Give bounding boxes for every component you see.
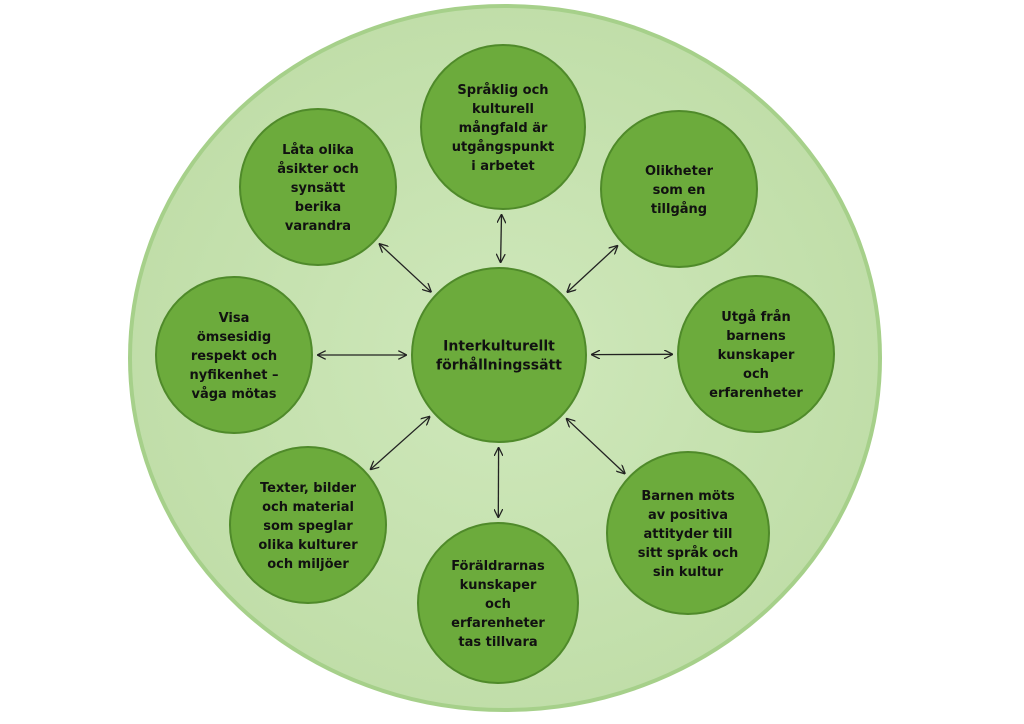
node-bottom-right-label-line: attityder till bbox=[644, 527, 733, 542]
node-bottom-label: Föräldrarnas kunskaper och erfarenheter tas … bbox=[451, 559, 545, 650]
node-left-label-line: våga mötas bbox=[191, 387, 276, 402]
node-bottom-label-line: tas tillvara bbox=[458, 635, 537, 650]
node-top-left bbox=[239, 108, 397, 266]
node-left-label-line: Visa bbox=[219, 311, 250, 326]
node-right-label-line: erfarenheter bbox=[709, 386, 803, 401]
node-bottom-left-label-line: olika kulturer bbox=[258, 538, 358, 553]
node-top-left-label-line: varandra bbox=[285, 219, 351, 234]
node-bottom-right-label-line: sitt språk och bbox=[638, 546, 738, 561]
node-top-left-label-line: berika bbox=[295, 200, 341, 215]
node-top-label-line: mångfald är bbox=[459, 121, 548, 136]
center-node-label: Interkulturellt förhållningssätt bbox=[436, 339, 562, 374]
arrows-group bbox=[318, 215, 672, 517]
node-top-right-label-line: Olikheter bbox=[645, 164, 714, 179]
node-bottom-label-line: Föräldrarnas bbox=[451, 559, 545, 574]
node-top-label-line: utgångspunkt bbox=[452, 140, 555, 155]
node-top-right-label-line: som en bbox=[653, 183, 706, 198]
node-bottom-right-label: Barnen möts av positiva attityder till sitt… bbox=[638, 489, 738, 580]
node-right-label: Utgå från barnens kunskaper och erfarenheter bbox=[709, 310, 803, 401]
node-left-label: Visa ömsesidig respekt och nyfikenhet – våga… bbox=[189, 311, 278, 402]
node-bottom-label-line: kunskaper bbox=[460, 578, 537, 593]
node-top-label-line: kulturell bbox=[472, 102, 534, 117]
arrow-bottom-left bbox=[371, 417, 430, 469]
node-right-label-line: barnens bbox=[726, 329, 786, 344]
node-left-label-line: respekt och bbox=[191, 349, 277, 364]
arrow-top-right bbox=[567, 246, 617, 292]
arrow-top-left bbox=[380, 244, 431, 292]
nodes-group: Interkulturellt förhållningssätt Språklig … bbox=[155, 44, 835, 684]
node-bottom-label-line: och bbox=[485, 597, 511, 612]
node-bottom-label-line: erfarenheter bbox=[451, 616, 545, 631]
node-bottom-right-label-line: av positiva bbox=[648, 508, 728, 523]
node-top-right-label-line: tillgång bbox=[651, 202, 707, 217]
arrow-bottom-right bbox=[567, 419, 625, 474]
node-top-left-label-line: synsätt bbox=[291, 181, 345, 196]
node-left-label-line: ömsesidig bbox=[197, 330, 271, 345]
node-bottom-left-label-line: och material bbox=[262, 500, 354, 515]
node-top-right bbox=[600, 110, 758, 268]
node-bottom-left-label-line: Texter, bilder bbox=[260, 481, 357, 496]
node-top-label-line: i arbetet bbox=[471, 159, 535, 174]
node-top bbox=[420, 44, 586, 210]
node-top-right-label: Olikheter som en tillgång bbox=[645, 164, 714, 217]
node-top-left-label-line: åsikter och bbox=[277, 162, 358, 177]
node-top-left-label: Låta olika åsikter och synsätt berika varand… bbox=[277, 143, 358, 234]
node-top-left-label-line: Låta olika bbox=[282, 143, 354, 158]
node-bottom-left-label-line: och miljöer bbox=[267, 557, 349, 572]
center-node bbox=[411, 267, 587, 443]
node-bottom-left bbox=[229, 446, 387, 604]
node-right bbox=[677, 275, 835, 433]
node-right-label-line: kunskaper bbox=[718, 348, 795, 363]
node-left bbox=[155, 276, 313, 434]
node-bottom-left-label-line: som speglar bbox=[263, 519, 353, 534]
center-node-label-line: Interkulturellt bbox=[443, 339, 555, 355]
arrow-top bbox=[501, 215, 502, 262]
node-left-label-line: nyfikenhet – bbox=[189, 368, 278, 383]
center-node-label-line: förhållningssätt bbox=[436, 357, 562, 374]
node-bottom-right-label-line: sin kultur bbox=[653, 565, 724, 580]
node-bottom bbox=[417, 522, 579, 684]
node-right-label-line: Utgå från bbox=[721, 310, 790, 325]
node-top-label: Språklig och kulturell mångfald är utgångsp… bbox=[452, 83, 555, 174]
node-bottom-left-label: Texter, bilder och material som speglar oli… bbox=[258, 481, 358, 572]
node-bottom-right-label-line: Barnen möts bbox=[641, 489, 735, 504]
node-right-label-line: och bbox=[743, 367, 769, 382]
node-top-label-line: Språklig och bbox=[457, 83, 548, 98]
node-bottom-right bbox=[606, 451, 770, 615]
